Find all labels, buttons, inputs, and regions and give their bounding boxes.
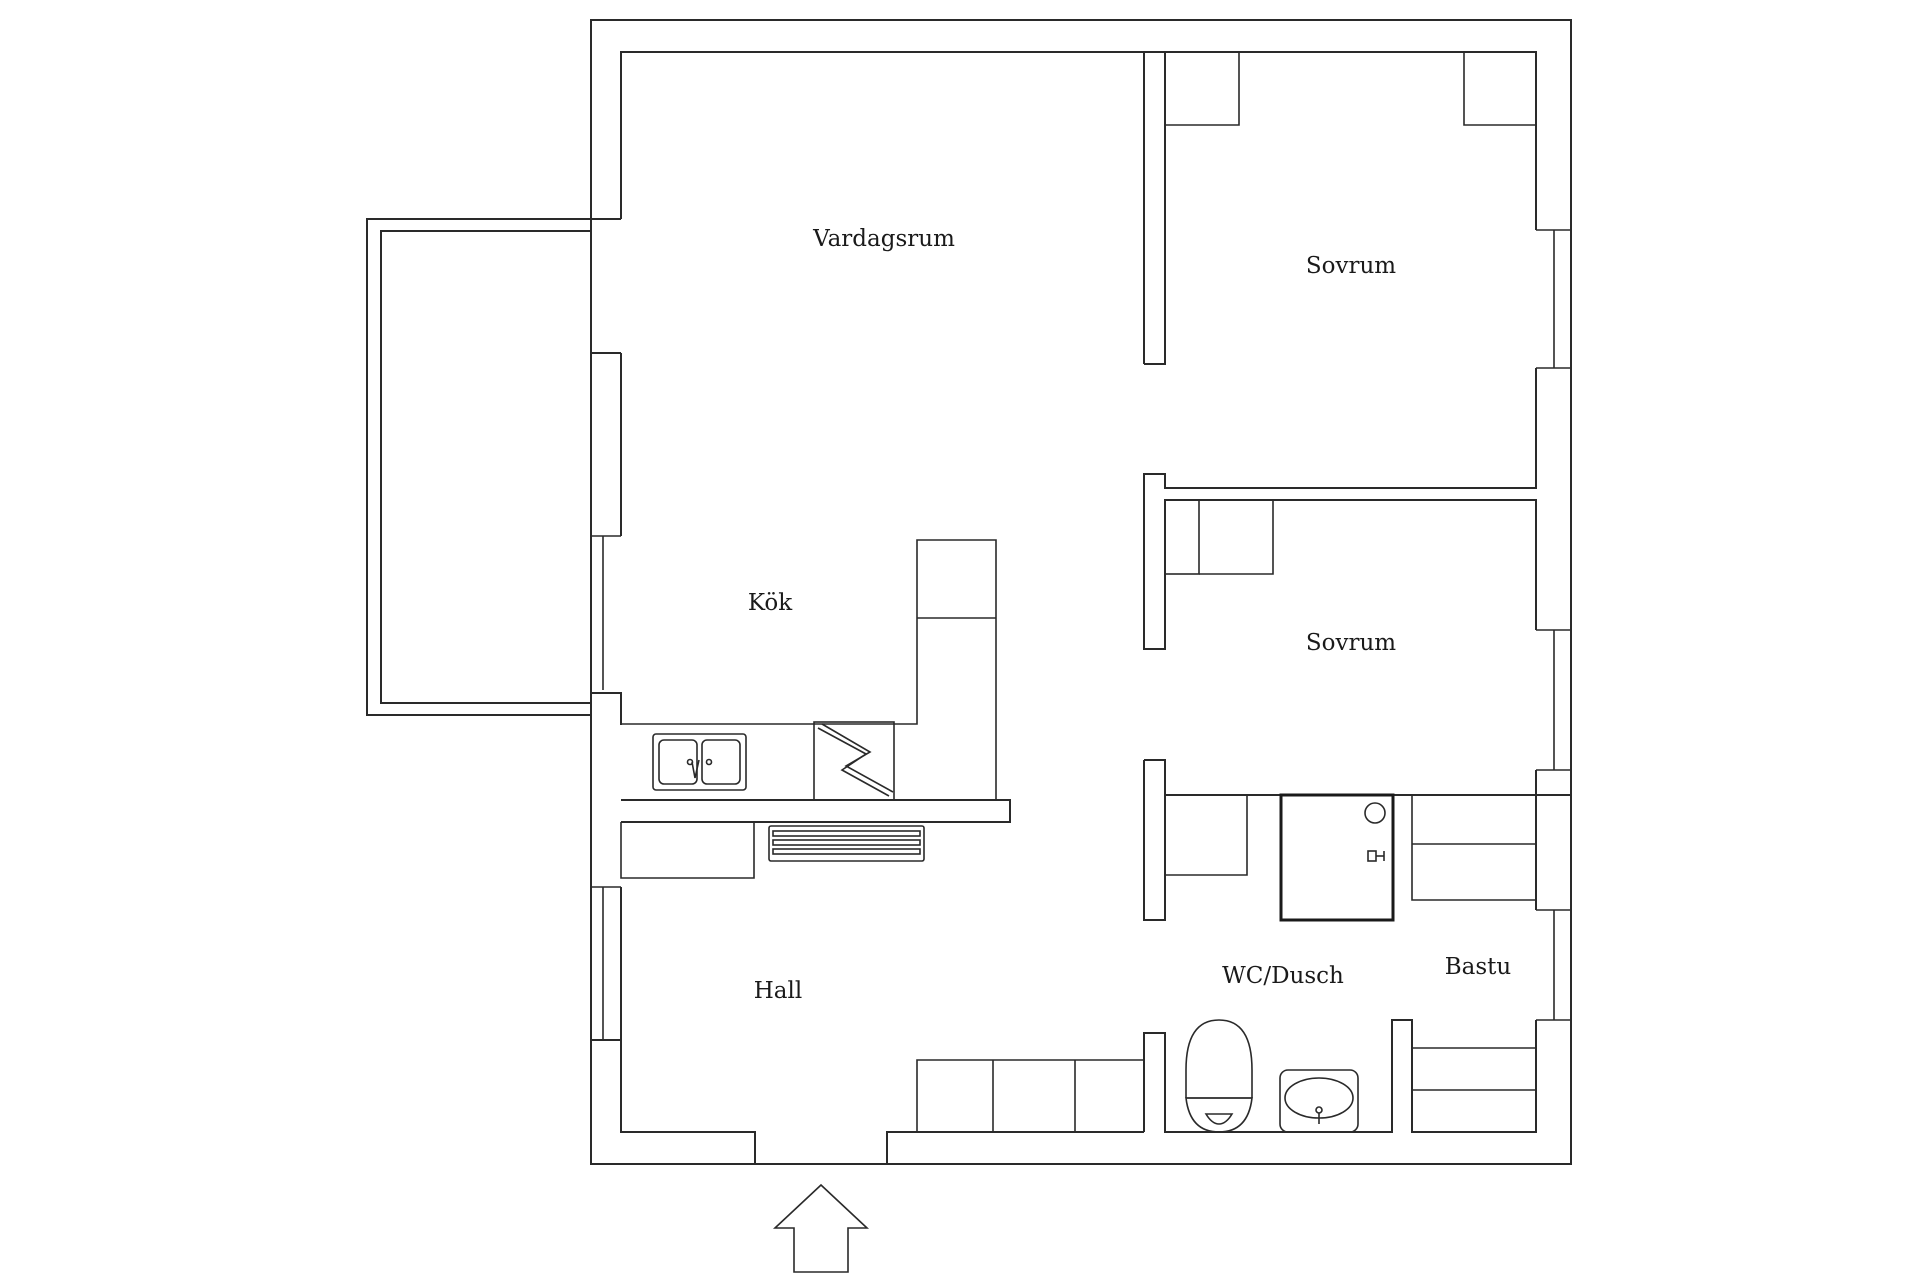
window-left-lower xyxy=(591,886,621,1040)
hall-wardrobe xyxy=(916,1059,1144,1132)
room-label-vardagsrum: Vardagsrum xyxy=(812,226,955,252)
window-bedroom-2 xyxy=(1536,629,1571,771)
entrance-arrow-icon xyxy=(772,1183,870,1273)
toilet xyxy=(1185,1019,1253,1133)
window-left-upper xyxy=(591,535,621,690)
room-label-sovrum-2: Sovrum xyxy=(1306,630,1396,656)
room-label-kok: Kök xyxy=(748,590,793,616)
stove xyxy=(813,721,895,801)
hall-cabinet xyxy=(620,822,755,879)
window-sauna xyxy=(1536,909,1571,1021)
window-bedroom-1 xyxy=(1536,229,1571,369)
room-label-bastu: Bastu xyxy=(1445,954,1511,980)
room-label-wc-dusch: WC/Dusch xyxy=(1222,963,1344,989)
room-label-hall: Hall xyxy=(754,978,802,1004)
partition-wall xyxy=(1143,51,1571,1133)
radiator xyxy=(768,825,925,862)
balcony xyxy=(366,218,591,716)
wardrobe xyxy=(1164,499,1274,575)
sauna-bench xyxy=(1411,795,1536,1132)
wardrobe xyxy=(1165,52,1536,126)
bathroom-walls xyxy=(1143,759,1536,921)
kitchen-counter xyxy=(621,539,1011,823)
outer-wall xyxy=(590,19,1572,1165)
shower xyxy=(1279,793,1395,922)
washbasin xyxy=(1279,1069,1359,1133)
room-label-sovrum-1: Sovrum xyxy=(1306,253,1396,279)
sink xyxy=(652,733,747,791)
